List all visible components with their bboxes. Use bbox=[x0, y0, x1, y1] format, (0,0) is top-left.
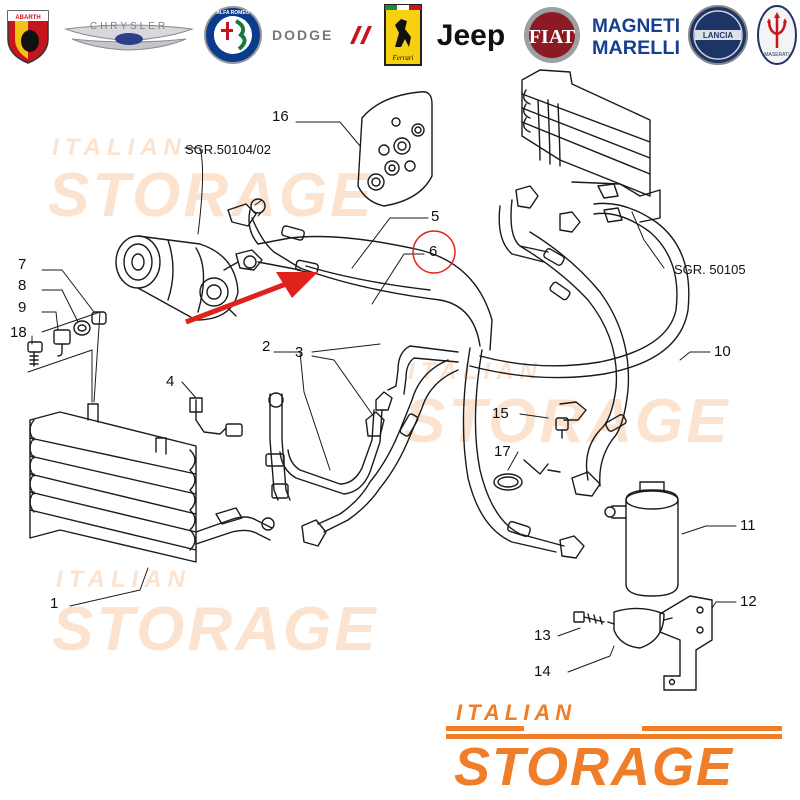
hose-2-and-3 bbox=[265, 345, 459, 547]
maserati-logo: MASERATI bbox=[756, 4, 798, 66]
part-12-bracket bbox=[659, 595, 713, 691]
part-16-seal-kit bbox=[357, 91, 433, 207]
callout-7: 7 bbox=[18, 256, 27, 273]
marelli-text: MARELLI bbox=[592, 38, 680, 59]
highlight-arrow bbox=[185, 272, 318, 325]
jeep-wordmark-icon: Jeep bbox=[437, 19, 505, 52]
callout-18: 18 bbox=[10, 324, 27, 341]
fiat-badge-icon: FIAT bbox=[524, 7, 580, 63]
dodge-text: DODGE bbox=[272, 27, 333, 43]
compressor bbox=[115, 235, 239, 321]
part-13-bolt bbox=[573, 611, 605, 625]
callout-3: 3 bbox=[295, 344, 304, 361]
callout-16: 16 bbox=[272, 108, 289, 125]
logo-storage-text: STORAGE bbox=[454, 737, 735, 797]
chrysler-text: CHRYSLER bbox=[90, 21, 168, 32]
callout-1: 1 bbox=[50, 595, 59, 612]
callout-8: 8 bbox=[18, 277, 27, 294]
lancia-text: LANCIA bbox=[703, 31, 733, 40]
watermark-storage-bottom: STORAGE bbox=[52, 595, 379, 664]
reference-sgr-top: SGR.50104/02 bbox=[185, 142, 272, 157]
leader-lines bbox=[27, 121, 737, 673]
jeep-logo: Jeep bbox=[428, 4, 514, 66]
callout-17: 17 bbox=[494, 443, 511, 460]
callout-2: 2 bbox=[262, 338, 271, 355]
callout-13: 13 bbox=[534, 627, 551, 644]
highlight-circle-part-6 bbox=[412, 230, 456, 274]
abarth-scorpion-shield-icon: ABARTH bbox=[7, 10, 49, 64]
abarth-logo: ABARTH bbox=[2, 4, 54, 66]
alfa-romeo-roundel-icon: ALFA ROMEO bbox=[204, 6, 262, 64]
logo-underline-icon bbox=[446, 726, 782, 739]
fiat-logo: FIAT bbox=[521, 4, 583, 66]
part-17-oring bbox=[493, 459, 561, 491]
part-11-receiver-drier bbox=[604, 481, 679, 597]
fiat-text: FIAT bbox=[529, 26, 576, 48]
hose-10 bbox=[462, 185, 690, 559]
part-4-pressure-switch bbox=[189, 397, 243, 437]
hose-5-and-6 bbox=[227, 198, 493, 351]
magneti-marelli-logo: MAGNETI MARELLI bbox=[590, 4, 682, 66]
watermark-storage-mid: STORAGE bbox=[404, 387, 731, 456]
alfa-romeo-logo: ALFA ROMEO bbox=[202, 4, 264, 66]
callout-6: 6 bbox=[429, 243, 438, 260]
evaporator bbox=[521, 69, 661, 223]
callout-4: 4 bbox=[166, 373, 175, 390]
ferrari-text: Ferrari bbox=[392, 54, 414, 62]
brand-logo-bar: ABARTH CHRYSLER ALFA ROMEO bbox=[0, 0, 800, 70]
callout-9: 9 bbox=[18, 299, 27, 316]
part-14-clamp bbox=[607, 607, 673, 649]
watermark-italian-top: ITALIAN bbox=[52, 134, 187, 161]
jeep-text: Jeep bbox=[437, 19, 505, 52]
chrysler-wings-icon: CHRYSLER bbox=[64, 21, 194, 51]
dodge-logo: DODGE bbox=[270, 4, 374, 66]
callout-10: 10 bbox=[714, 343, 731, 360]
callout-5: 5 bbox=[431, 208, 440, 225]
watermark-italian-bottom: ITALIAN bbox=[56, 566, 191, 593]
abarth-text: ABARTH bbox=[15, 15, 40, 21]
maserati-text: MASERATI bbox=[764, 52, 789, 58]
watermark-storage-top: STORAGE bbox=[48, 161, 375, 230]
ferrari-logo: Ferrari bbox=[383, 4, 423, 66]
parts-7-8-9-18 bbox=[27, 311, 107, 367]
callout-12: 12 bbox=[740, 593, 757, 610]
reference-sgr-right: SGR. 50105 bbox=[674, 262, 746, 277]
part-15-sensor bbox=[555, 401, 587, 439]
alfa-romeo-text: ALFA ROMEO bbox=[216, 10, 249, 16]
ferrari-prancing-horse-icon: Ferrari bbox=[384, 4, 422, 66]
callout-11: 11 bbox=[740, 517, 756, 534]
magneti-text: MAGNETI bbox=[592, 16, 680, 37]
italian-storage-logo: ITALIAN STORAGE bbox=[446, 700, 786, 797]
condenser-1 bbox=[29, 403, 275, 563]
logo-italian-text: ITALIAN bbox=[456, 700, 577, 725]
lancia-badge-icon: LANCIA bbox=[688, 5, 748, 65]
callout-14: 14 bbox=[534, 663, 551, 680]
magneti-marelli-wordmark-icon: MAGNETI MARELLI bbox=[592, 16, 680, 59]
callout-15: 15 bbox=[492, 405, 509, 422]
chrysler-logo: CHRYSLER bbox=[62, 4, 196, 66]
maserati-trident-icon: MASERATI bbox=[757, 5, 797, 65]
lancia-logo: LANCIA bbox=[686, 4, 750, 66]
dodge-stripes-icon: DODGE bbox=[272, 26, 372, 44]
